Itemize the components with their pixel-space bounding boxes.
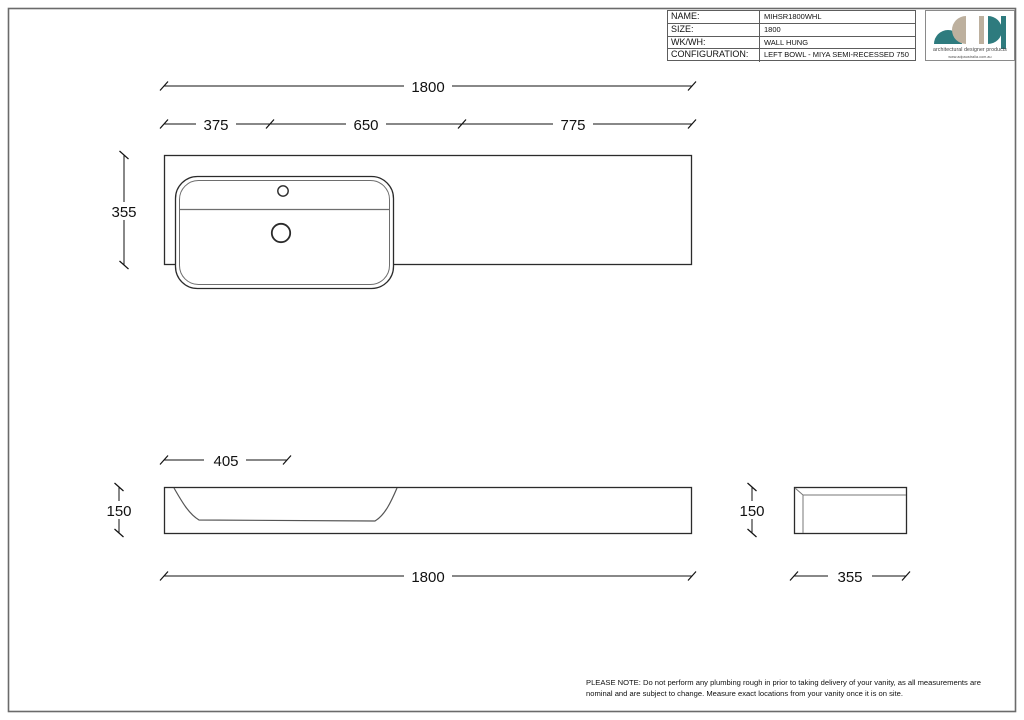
title-block-value-configuration: LEFT BOWL - MIYA SEMI-RECESSED 750: [764, 50, 909, 60]
dim-plan-overall-label: 1800: [411, 79, 444, 96]
dim-elev-overall-label: 1800: [411, 569, 444, 586]
dim-elev-height-label: 150: [106, 503, 131, 520]
plan-tap-hole: [277, 185, 289, 197]
dim-elev-bowl-width-label: 405: [213, 453, 238, 470]
dim-plan-seg-right-label: 775: [560, 117, 585, 134]
dim-elev-height: 150: [98, 482, 140, 538]
title-block-row-name: NAME: MIHSR1800WHL: [668, 11, 915, 24]
elevation-bowl-profile: [173, 487, 398, 522]
dim-plan-seg-mid-label: 650: [353, 117, 378, 134]
title-block-label-wkwh: WK/WH:: [668, 36, 760, 49]
company-logo: architectural designer products www.adpa…: [925, 10, 1015, 61]
dim-side-depth-label: 355: [837, 569, 862, 586]
title-block-row-size: SIZE: 1800: [668, 23, 915, 37]
dim-side-depth: 355: [789, 567, 911, 586]
dim-elev-bowl-width: 405: [159, 451, 292, 470]
logo-mark: [934, 16, 1006, 49]
plan-waste-outlet: [270, 222, 292, 244]
logo-letter-d-stem: [979, 16, 984, 44]
title-block-value-name: MIHSR1800WHL: [764, 12, 822, 21]
dim-side-height: 150: [731, 482, 773, 538]
sheet-border: [7, 7, 1017, 713]
logo-letter-d: [952, 16, 966, 44]
dim-elev-overall: 1800: [159, 567, 697, 586]
title-block-value-size: 1800: [764, 24, 781, 34]
side-bevel-top: [794, 487, 804, 496]
logo-letter-p: [988, 16, 1002, 44]
title-block-row-wkwh: WK/WH: WALL HUNG: [668, 36, 915, 50]
dim-side-height-label: 150: [739, 503, 764, 520]
title-block-value-wkwh: WALL HUNG: [764, 37, 809, 47]
logo-url: www.adpaustralia.com.au: [948, 55, 992, 59]
title-block-row-configuration: CONFIGURATION: LEFT BOWL - MIYA SEMI-REC…: [668, 49, 915, 62]
dim-plan-segments: 375 650 775: [159, 115, 697, 134]
dim-plan-depth: 355: [103, 150, 145, 270]
title-block-label-name: NAME:: [668, 11, 760, 23]
dim-plan-overall: 1800: [159, 77, 697, 96]
dim-plan-depth-label: 355: [111, 204, 136, 221]
elevation-body-outline: [163, 486, 693, 535]
footer-note: PLEASE NOTE: Do not perform any plumbing…: [586, 678, 981, 698]
logo-tagline: architectural designer products: [932, 47, 1008, 53]
logo-letter-p-stem: [1001, 16, 1006, 49]
title-block: NAME: MIHSR1800WHL SIZE: 1800 WK/WH: WAL…: [667, 10, 916, 62]
title-block-label-configuration: CONFIGURATION:: [668, 49, 760, 62]
title-block-label-size: SIZE:: [668, 23, 760, 36]
side-elevation-outline: [793, 486, 908, 535]
dim-plan-seg-left-label: 375: [203, 117, 228, 134]
plan-basin-inner-rim: [179, 180, 390, 285]
